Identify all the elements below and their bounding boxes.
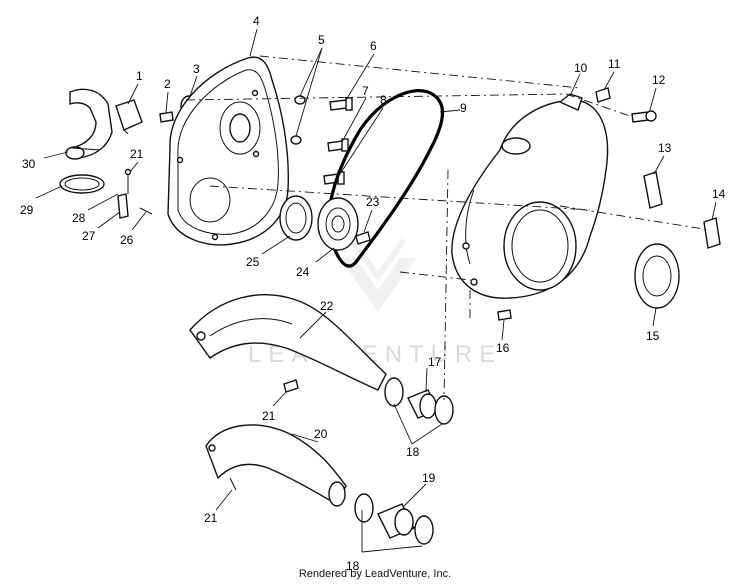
leader-lines: [35, 28, 717, 553]
callout-23: 23: [366, 195, 380, 209]
part-25-seal: [279, 195, 313, 241]
part-13-decal: [643, 171, 663, 209]
part-5-washers: [290, 95, 306, 145]
callout-2: 2: [164, 77, 171, 91]
callout-7: 7: [362, 84, 369, 98]
part-22-upper-duct: [189, 294, 387, 391]
part-7-bolt: [327, 138, 349, 152]
callout-13: 13: [658, 141, 672, 155]
part-12-bolt: [631, 110, 657, 123]
callout-11: 11: [608, 57, 621, 71]
callout-1: 1: [136, 69, 143, 83]
callout-14: 14: [712, 187, 726, 201]
part-24-seal-housing: [317, 197, 359, 251]
part-26-pin: [139, 207, 153, 215]
callout-22: 22: [320, 299, 334, 313]
part-2-screw: [159, 111, 174, 123]
callout-4: 4: [253, 14, 260, 28]
part-16-screw: [497, 309, 512, 321]
callout-labels: 1 2 3 4 5 6 7 8 9 10 11 12 13 14 15 16 1…: [20, 14, 726, 573]
callout-21-a: 21: [262, 409, 276, 423]
footer-credit: Rendered by LeadVenture, Inc.: [298, 568, 452, 580]
part-1-bracket: [115, 99, 143, 135]
part-14-decal: [703, 217, 721, 249]
part-11-clip: [595, 87, 611, 103]
callout-21-c: 21: [130, 147, 144, 161]
part-23-bolt: [355, 231, 371, 245]
part-9-drive-belt: [326, 89, 444, 268]
callout-28: 28: [72, 211, 86, 225]
part-28-screw: [124, 168, 132, 194]
watermark-logo: [340, 238, 416, 312]
callout-10: 10: [574, 61, 588, 75]
part-10-outer-cover: [451, 93, 609, 299]
part-6-bolt: [329, 97, 353, 111]
callout-29: 29: [20, 203, 34, 217]
part-15-gasket: [634, 243, 680, 309]
part-18-clamps-upper: [384, 377, 454, 425]
callout-5: 5: [318, 33, 325, 47]
part-27-bracket: [117, 193, 129, 219]
callout-9: 9: [460, 101, 467, 115]
part-19-sleeve: [377, 503, 415, 539]
part-30-duct-elbow: [65, 88, 113, 160]
callout-20: 20: [314, 427, 328, 441]
callout-24: 24: [296, 265, 310, 279]
callout-19: 19: [422, 471, 436, 485]
callout-18-lower: 18: [346, 559, 360, 573]
callout-15: 15: [646, 329, 660, 343]
callout-16: 16: [496, 341, 510, 355]
callout-3: 3: [193, 62, 200, 76]
callout-21-b: 21: [204, 511, 218, 525]
assembly-lines: [185, 55, 711, 401]
callout-30: 30: [22, 157, 36, 171]
part-4-inner-cover: [167, 56, 290, 246]
part-29-clamp: [59, 174, 105, 194]
part-18-clamps-lower: [354, 493, 434, 545]
part-20-lower-duct: [205, 424, 347, 507]
callout-18-upper: 18: [406, 445, 420, 459]
callout-6: 6: [370, 39, 377, 53]
callout-12: 12: [652, 73, 666, 87]
part-21-screw-a: [283, 379, 299, 393]
part-17-sleeve: [407, 389, 439, 419]
callout-8: 8: [380, 93, 387, 107]
callout-17: 17: [428, 355, 442, 369]
callout-25: 25: [246, 255, 260, 269]
part-21-screw-b: [208, 444, 237, 491]
callout-27: 27: [82, 229, 96, 243]
callout-26: 26: [120, 233, 134, 247]
